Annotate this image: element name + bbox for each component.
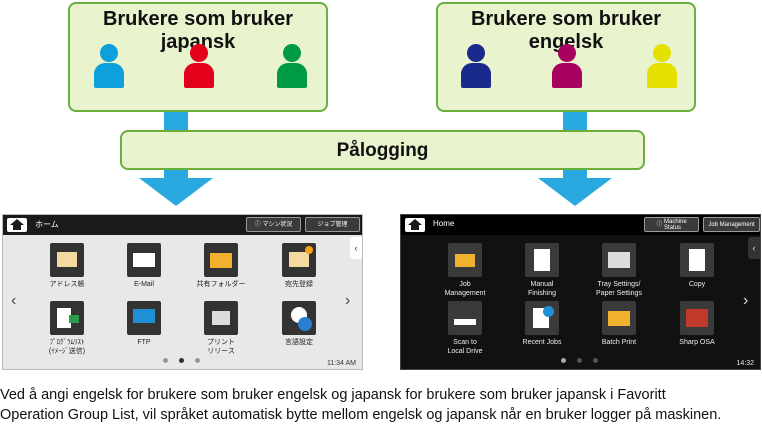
prev-page-icon[interactable]: ‹ (11, 292, 17, 309)
side-panel-tab[interactable]: ‹ (350, 237, 362, 259)
user-icon (461, 44, 491, 88)
email-tile[interactable]: E-Mail (119, 243, 169, 289)
english-users-title: Brukere som bruker engelsk (470, 8, 662, 53)
recent-jobs-tile[interactable]: Recent Jobs (517, 301, 567, 347)
english-home-screen: Home ⓘ Machine Status Job Management ‹ ›… (400, 214, 761, 370)
top-bar: ホーム ⓘ マシン状況 ジョブ管理 (3, 215, 362, 235)
tray-settings-tile[interactable]: Tray Settings/ Paper Settings (594, 243, 644, 298)
user-icon (647, 44, 677, 88)
page-indicator (163, 358, 200, 363)
manual-finishing-tile[interactable]: Manual Finishing (517, 243, 567, 298)
login-label: Pålogging (336, 140, 429, 161)
user-icon (552, 44, 582, 88)
caption-line-1: Ved å angi engelsk for brukere som bruke… (0, 387, 666, 403)
top-bar: Home ⓘ Machine Status Job Management (401, 215, 760, 235)
down-arrow-icon (139, 178, 213, 206)
user-icon (184, 44, 214, 88)
clock: 11:34 AM (326, 360, 356, 367)
job-management-tile[interactable]: Job Management (440, 243, 490, 298)
home-label: ホーム (35, 220, 59, 229)
job-status-button[interactable]: ジョブ管理 (305, 217, 360, 232)
job-management-button[interactable]: Job Management (703, 217, 760, 232)
print-release-tile[interactable]: プリント リリース (196, 301, 246, 356)
down-arrow-icon (538, 178, 612, 206)
next-page-icon[interactable]: › (345, 292, 351, 309)
machine-status-button[interactable]: ⓘ Machine Status (644, 217, 699, 232)
copy-tile[interactable]: Copy (672, 243, 722, 289)
page-indicator (561, 358, 598, 363)
clock: 14:32 (736, 360, 754, 367)
login-bar: Pålogging (120, 130, 645, 170)
caption-line-2: Operation Group List, vil språket automa… (0, 407, 722, 423)
home-icon[interactable] (7, 218, 27, 232)
english-users-box: Brukere som bruker engelsk (436, 2, 696, 112)
destination-register-tile[interactable]: 宛先登録 (274, 243, 324, 289)
sharp-osa-tile[interactable]: Sharp OSA (672, 301, 722, 347)
user-icon (277, 44, 307, 88)
japanese-home-screen: ホーム ⓘ マシン状況 ジョブ管理 ‹ ‹ › アドレス帳 E-Mail 共有フ… (2, 214, 363, 370)
batch-print-tile[interactable]: Batch Print (594, 301, 644, 347)
next-page-icon[interactable]: › (743, 292, 749, 309)
program-list-tile[interactable]: ﾌﾟﾛｸﾞﾗﾑﾘｽﾄ (ｲﾒｰｼﾞ送信) (42, 301, 92, 356)
side-panel-tab[interactable]: ‹ (748, 237, 760, 259)
home-label: Home (433, 219, 455, 228)
japanese-users-title: Brukere som bruker japansk (102, 8, 294, 53)
ftp-tile[interactable]: FTP (119, 301, 169, 347)
home-icon[interactable] (405, 218, 425, 232)
address-book-tile[interactable]: アドレス帳 (42, 243, 92, 289)
user-icon (94, 44, 124, 88)
machine-status-button[interactable]: ⓘ マシン状況 (246, 217, 301, 232)
language-setting-tile[interactable]: 言語設定 (274, 301, 324, 347)
japanese-users-box: Brukere som bruker japansk (68, 2, 328, 112)
scan-to-local-drive-tile[interactable]: Scan to Local Drive (440, 301, 490, 356)
shared-folder-tile[interactable]: 共有フォルダー (196, 243, 246, 289)
